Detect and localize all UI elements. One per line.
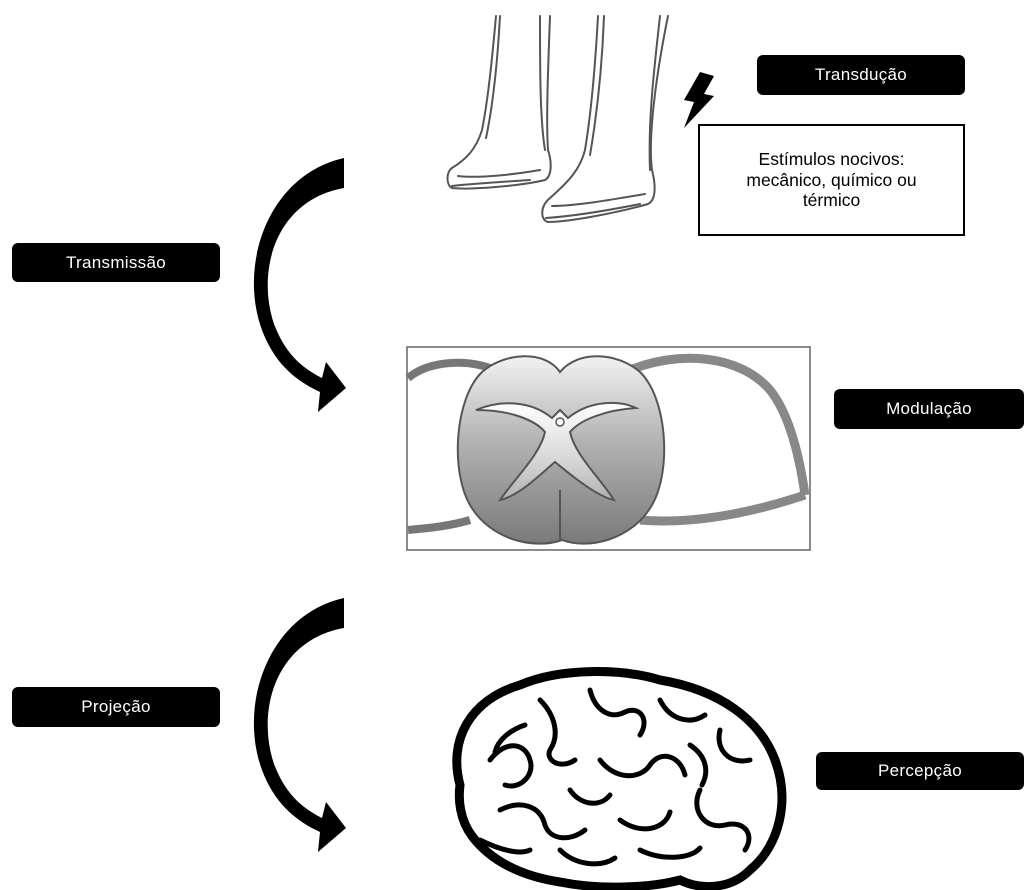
stage-label-percepcao: Percepção (816, 752, 1024, 790)
stage-label-transducao: Transdução (757, 55, 965, 95)
curved-arrow-icon (253, 598, 346, 852)
stage-label-transmissao: Transmissão (12, 243, 220, 282)
curved-arrow-icon (253, 158, 346, 412)
stage-label-modulacao: Modulação (834, 389, 1024, 429)
lightning-bolt-icon (684, 72, 714, 128)
brain-icon (452, 667, 787, 890)
spinal-cord-cross-section-icon (405, 346, 811, 551)
noxious-stimuli-box: Estímulos nocivos: mecânico, químico ou … (698, 124, 965, 236)
paws-sketch-icon (446, 15, 669, 224)
stage-label-projecao: Projeção (12, 687, 220, 727)
noxious-stimuli-text: Estímulos nocivos: mecânico, químico ou … (746, 149, 917, 211)
